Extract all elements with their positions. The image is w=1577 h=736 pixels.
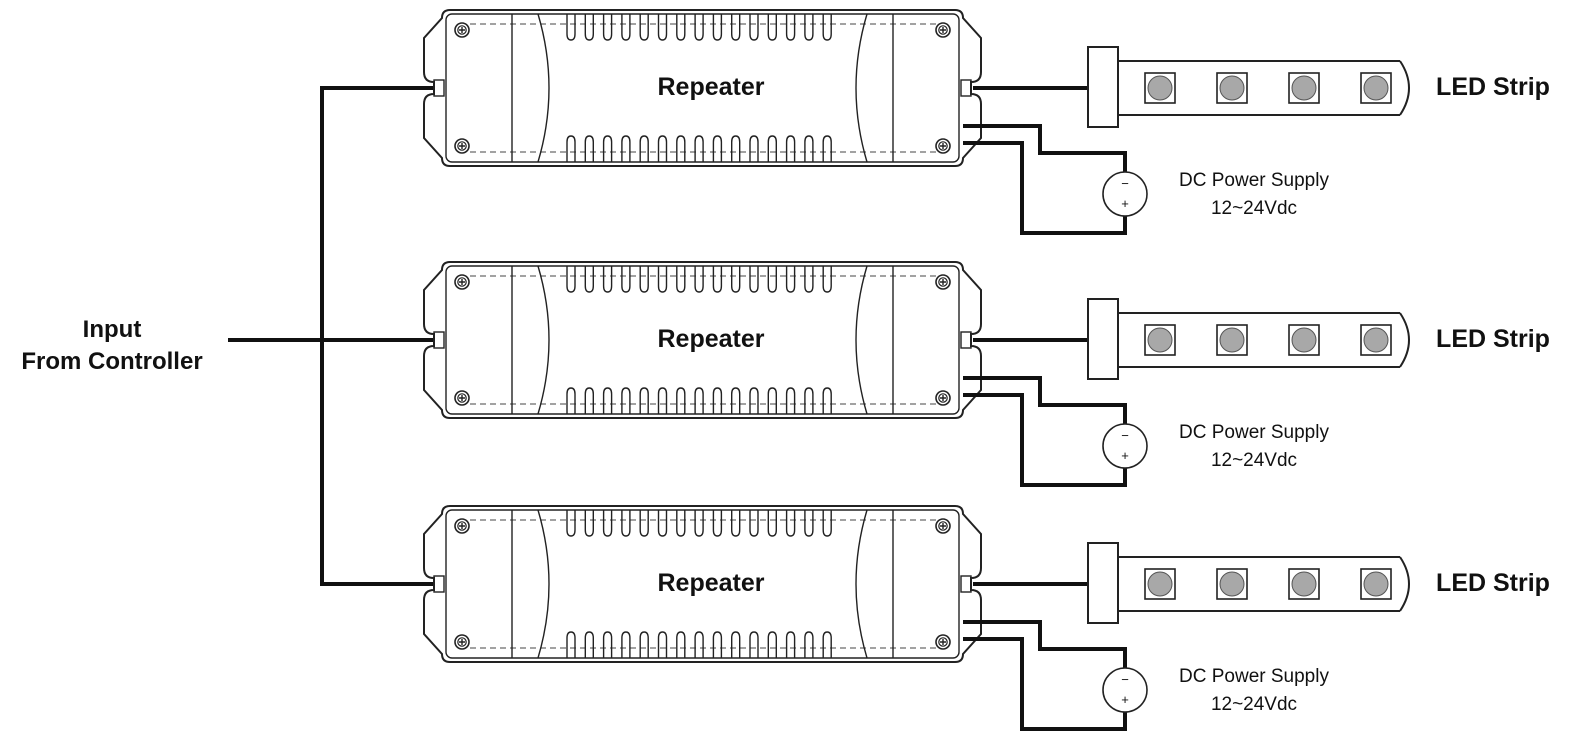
screw-icon — [454, 634, 470, 650]
psu-label-line1: DC Power Supply — [1179, 422, 1329, 443]
screw-icon — [935, 274, 951, 290]
screw-icon — [935, 22, 951, 38]
psu-negative-wire — [963, 376, 1127, 424]
screw-icon — [454, 138, 470, 154]
psu-plus-label: + — [1121, 196, 1129, 211]
repeater-body — [423, 9, 982, 167]
psu-minus-label: − — [1121, 176, 1129, 191]
led-chip-icon — [1288, 72, 1320, 104]
psu-positive-wire — [963, 141, 1127, 235]
repeater-label: Repeater — [658, 325, 765, 353]
led-strip-label: LED Strip — [1436, 325, 1550, 353]
repeater-label: Repeater — [658, 73, 765, 101]
repeater-body — [423, 505, 982, 663]
led-chip-icon — [1288, 324, 1320, 356]
psu-positive-wire — [963, 637, 1127, 731]
vent-slots — [566, 14, 832, 162]
led-chip-icon — [1216, 324, 1248, 356]
input-label-line2: From Controller — [21, 348, 202, 375]
screw-icon — [454, 22, 470, 38]
psu-positive-wire — [963, 393, 1127, 487]
input-trunk-wire — [228, 86, 440, 586]
input-label: Input From Controller — [21, 316, 202, 375]
screw-icon — [454, 390, 470, 406]
led-chip-icon — [1360, 324, 1392, 356]
psu-label-line2: 12~24Vdc — [1211, 694, 1297, 715]
led-chip-icon — [1144, 324, 1176, 356]
led-chip-icon — [1360, 72, 1392, 104]
led-chip-icon — [1360, 568, 1392, 600]
screw-icon — [935, 390, 951, 406]
screw-icon — [935, 518, 951, 534]
led-strip-label: LED Strip — [1436, 569, 1550, 597]
psu-negative-wire — [963, 124, 1127, 172]
led-chip-icon — [1144, 568, 1176, 600]
repeater-body — [423, 261, 982, 419]
vent-slots — [566, 266, 832, 414]
screw-icon — [454, 274, 470, 290]
strip-connector — [1087, 46, 1119, 128]
dc-power-supply-icon: −+ — [1102, 171, 1148, 217]
psu-label-line2: 12~24Vdc — [1211, 450, 1297, 471]
dc-power-supply-icon: −+ — [1102, 423, 1148, 469]
led-chip-icon — [1288, 568, 1320, 600]
input-label-line1: Input — [83, 316, 142, 343]
psu-negative-wire — [963, 620, 1127, 668]
repeater-label: Repeater — [658, 569, 765, 597]
led-chip-icon — [1216, 568, 1248, 600]
vent-slots — [566, 510, 832, 658]
dc-power-supply-icon: −+ — [1102, 667, 1148, 713]
psu-minus-label: − — [1121, 672, 1129, 687]
strip-connector — [1087, 298, 1119, 380]
psu-plus-label: + — [1121, 692, 1129, 707]
led-strip — [1087, 46, 1410, 128]
led-strip-label: LED Strip — [1436, 73, 1550, 101]
screw-icon — [935, 138, 951, 154]
psu-minus-label: − — [1121, 428, 1129, 443]
led-strip — [1087, 298, 1410, 380]
psu-label-line1: DC Power Supply — [1179, 170, 1329, 191]
led-strip — [1087, 542, 1410, 624]
psu-label-line1: DC Power Supply — [1179, 666, 1329, 687]
psu-plus-label: + — [1121, 448, 1129, 463]
led-chip-icon — [1144, 72, 1176, 104]
screw-icon — [935, 634, 951, 650]
psu-label-line2: 12~24Vdc — [1211, 198, 1297, 219]
led-chip-icon — [1216, 72, 1248, 104]
strip-connector — [1087, 542, 1119, 624]
screw-icon — [454, 518, 470, 534]
